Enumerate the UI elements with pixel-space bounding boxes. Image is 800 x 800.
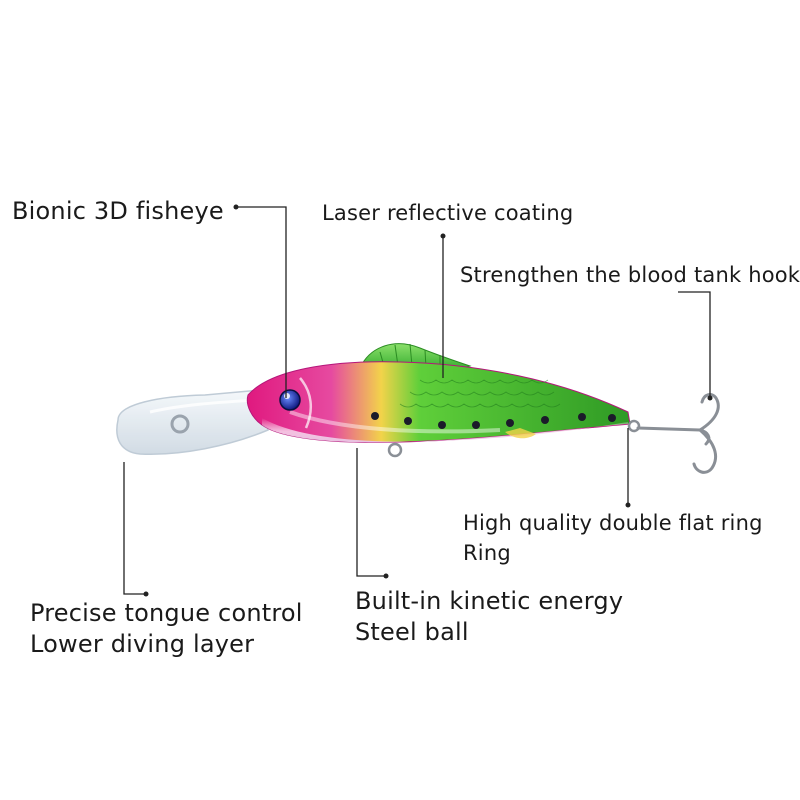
callout-tongue-line-1: Precise tongue control bbox=[30, 599, 303, 627]
scale-pattern bbox=[399, 379, 561, 408]
split-ring bbox=[627, 419, 641, 433]
callout-tongue-line-2: Lower diving layer bbox=[30, 630, 255, 658]
callout-steel-ball: Built-in kinetic energy Steel ball bbox=[355, 586, 623, 648]
callout-ring-line-2: Ring bbox=[463, 541, 511, 565]
fisheye bbox=[279, 389, 301, 411]
diving-bill bbox=[116, 389, 269, 456]
callout-hook: Strengthen the blood tank hook bbox=[460, 260, 800, 290]
callout-fisheye-line-1: Bionic 3D fisheye bbox=[12, 197, 224, 225]
callout-coating-line-1: Laser reflective coating bbox=[322, 201, 574, 225]
callout-tongue: Precise tongue control Lower diving laye… bbox=[30, 598, 303, 660]
treble-hook bbox=[636, 393, 720, 474]
callout-ring: High quality double flat ring Ring bbox=[463, 508, 763, 568]
belly-ring bbox=[387, 442, 403, 458]
callout-steel-ball-line-1: Built-in kinetic energy bbox=[355, 587, 624, 615]
callout-fisheye: Bionic 3D fisheye bbox=[12, 196, 224, 227]
line-tie-ring bbox=[170, 414, 190, 434]
callout-hook-line-1: Strengthen the blood tank hook bbox=[460, 263, 800, 287]
body-dots bbox=[371, 412, 616, 429]
callout-coating: Laser reflective coating bbox=[322, 198, 573, 228]
callout-ring-line-1: High quality double flat ring bbox=[463, 511, 763, 535]
callout-steel-ball-line-2: Steel ball bbox=[355, 618, 469, 646]
